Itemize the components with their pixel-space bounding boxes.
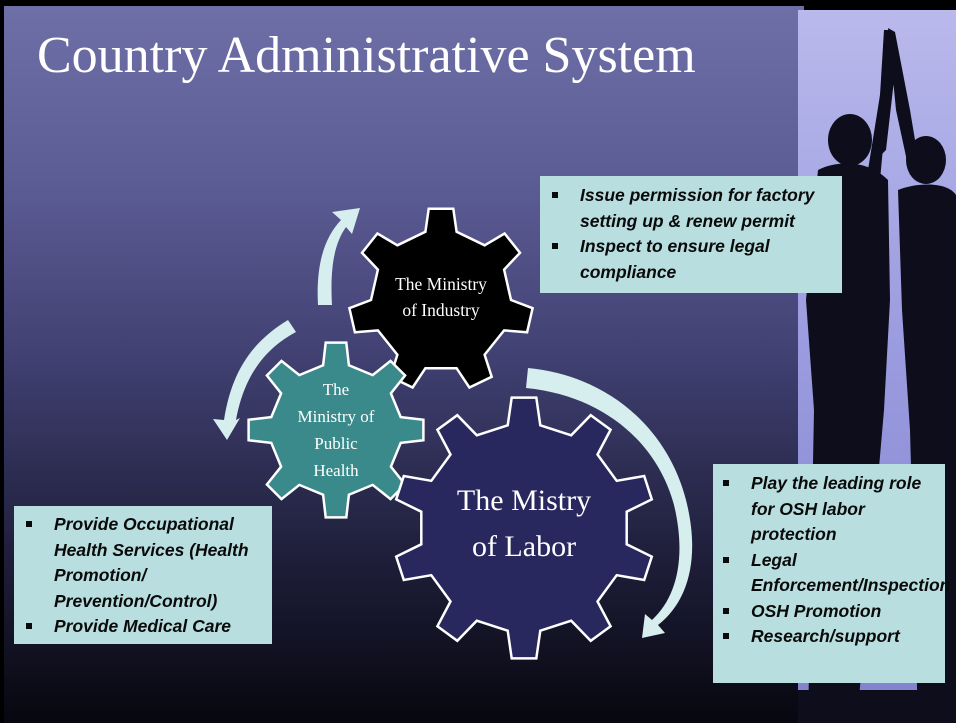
health-gear-label-line4: Health — [313, 461, 359, 480]
arrow-to-labor — [526, 368, 693, 638]
labor-gear-label-line2: of Labor — [472, 530, 576, 563]
arrow-to-industry — [317, 208, 360, 305]
health-duties-box: Provide Occupational Health Services (He… — [14, 506, 272, 644]
health-duty-item: Provide Occupational Health Services (He… — [16, 512, 266, 614]
labor-duties-box: Play the leading role for OSH labor prot… — [713, 464, 950, 683]
labor-gear-shape — [394, 396, 654, 660]
labor-duty-item: Legal Enforcement/Inspection — [713, 548, 950, 599]
industry-gear: The Ministry of Industry — [347, 207, 535, 390]
industry-gear-label-line2: of Industry — [402, 300, 480, 320]
industry-duty-item: Issue permission for factory setting up … — [542, 183, 834, 234]
industry-gear-label-line1: The Ministry — [395, 274, 487, 294]
arrow-to-health — [213, 320, 296, 440]
labor-duty-item: Play the leading role for OSH labor prot… — [713, 471, 941, 548]
labor-duty-item: OSH Promotion — [713, 599, 941, 625]
slide-title: Country Administrative System — [37, 27, 696, 84]
silhouette-photo — [798, 10, 956, 723]
health-gear-label-line3: Public — [314, 434, 358, 453]
health-gear-label-line1: The — [323, 380, 349, 399]
labor-duty-item: Research/support — [713, 624, 941, 650]
labor-gear: The Mistry of Labor — [394, 396, 654, 660]
health-gear: The Ministry of Public Health — [247, 341, 425, 519]
health-gear-shape — [247, 341, 425, 519]
labor-gear-label-line1: The Mistry — [457, 484, 591, 517]
industry-gear-shape — [347, 207, 535, 390]
health-gear-label-line2: Ministry of — [298, 407, 375, 426]
cycle-arrows — [213, 208, 693, 638]
health-duty-item: Provide Medical Care — [16, 614, 266, 640]
industry-duty-item: Inspect to ensure legal compliance — [542, 234, 834, 285]
industry-duties-box: Issue permission for factory setting up … — [540, 176, 842, 293]
